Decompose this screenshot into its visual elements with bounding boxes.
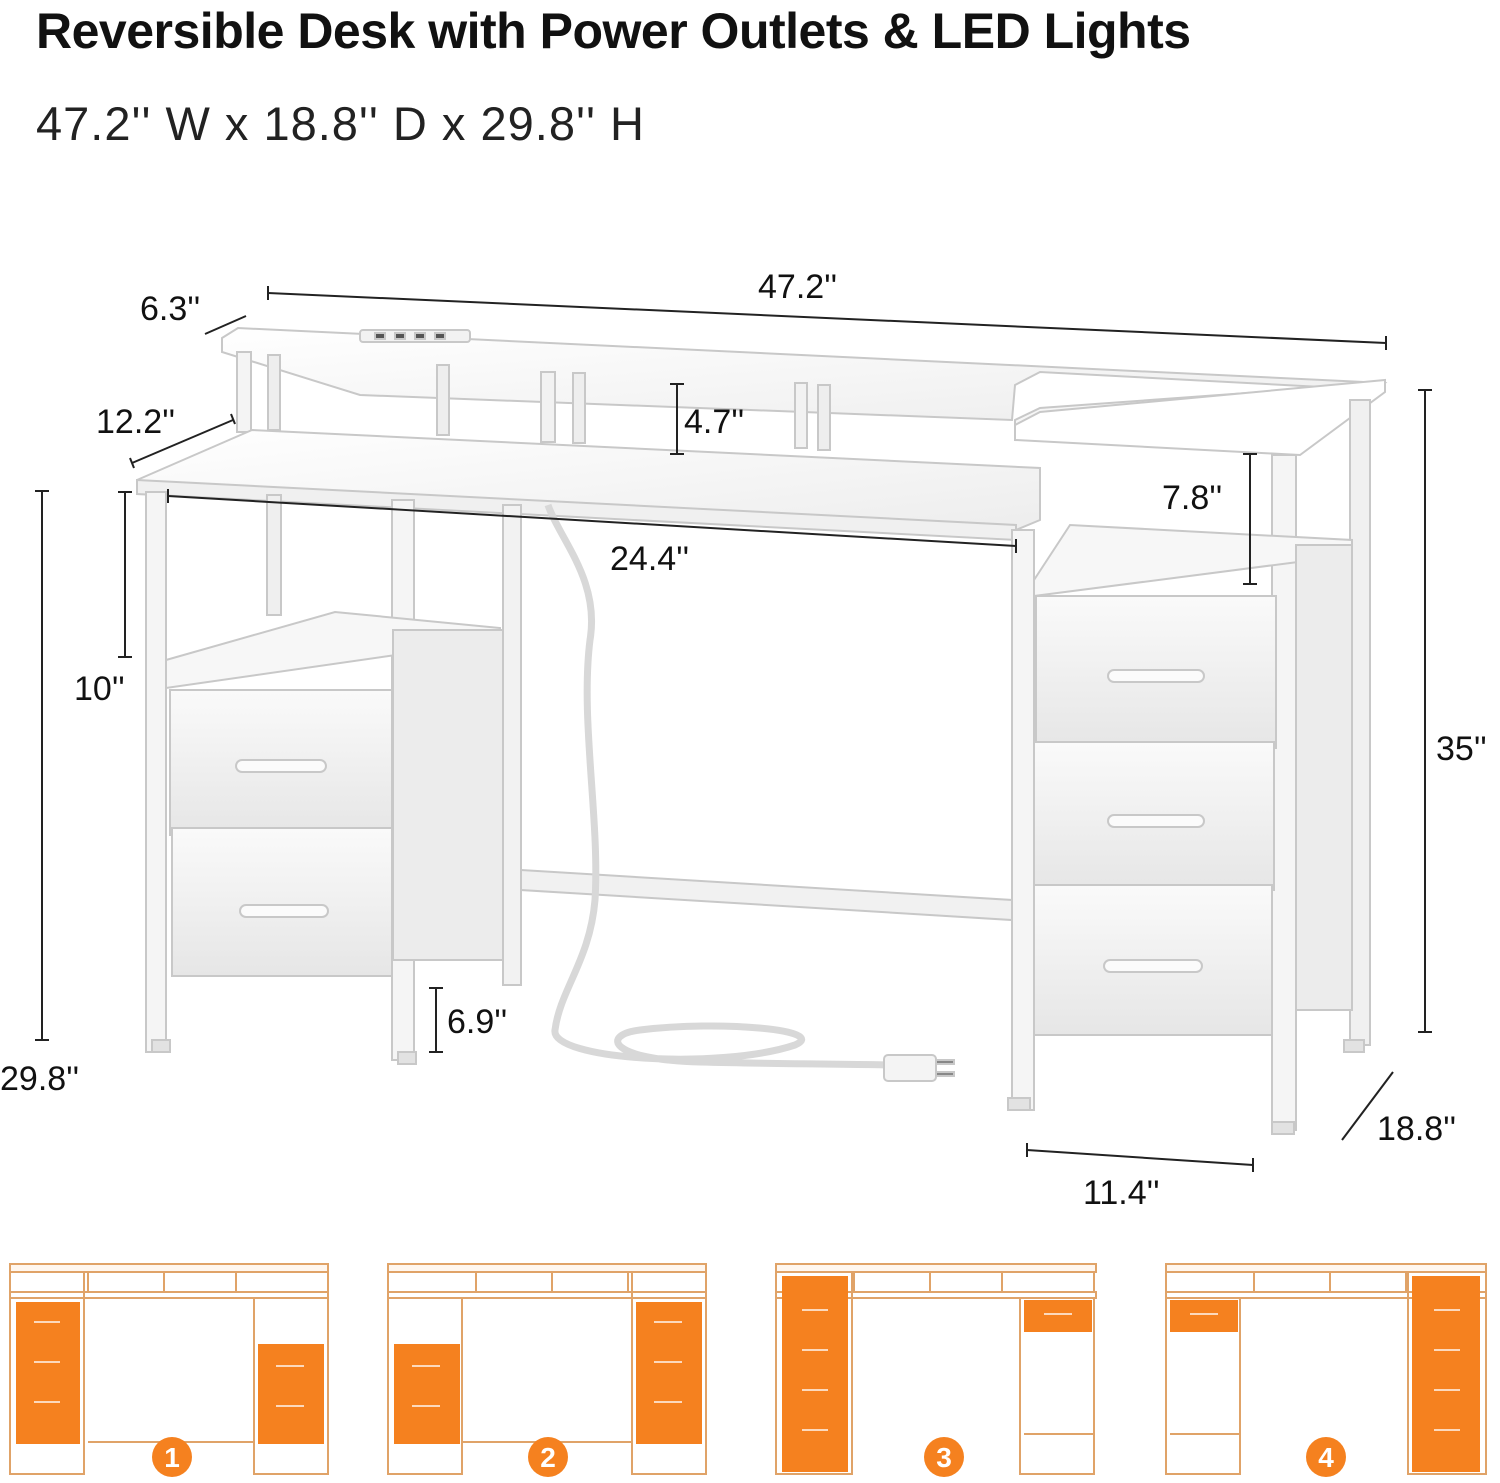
config-drawers	[1170, 1276, 1480, 1472]
step-badge	[152, 1437, 192, 1477]
step-number: 1	[164, 1442, 180, 1473]
step-number: 3	[936, 1442, 952, 1473]
desk-leg	[266, 494, 282, 616]
page-title: Reversible Desk with Power Outlets & LED…	[36, 3, 1191, 59]
stretcher-bar	[520, 868, 1013, 922]
dim-drawer-width: 11.4''	[1083, 1174, 1160, 1212]
step-badge	[924, 1437, 964, 1477]
monitor-shelf	[221, 326, 1388, 422]
step-number: 4	[1318, 1442, 1334, 1473]
config-drawers	[394, 1302, 702, 1444]
dim-riser-height: 4.7''	[684, 403, 744, 441]
desk-leg	[1011, 529, 1035, 1111]
plug-icon	[883, 1054, 955, 1082]
configuration-2: 2	[387, 1263, 707, 1477]
dim-open-shelf-height: 7.8''	[1162, 479, 1222, 517]
desk-illustration	[136, 326, 1388, 1135]
dim-knee-width: 24.4''	[610, 540, 689, 578]
dim-total-height: 35''	[1436, 730, 1487, 768]
configuration-1: 1	[9, 1263, 329, 1477]
dim-leg-clearance: 6.9''	[447, 1003, 507, 1041]
step-badge	[1306, 1437, 1346, 1477]
dim-desk-depth: 12.2''	[96, 403, 175, 441]
right-tower-top	[1014, 378, 1386, 457]
dim-full-depth: 18.8''	[1377, 1110, 1456, 1148]
left-cabinet-side	[392, 629, 504, 961]
desk-leg	[502, 504, 522, 986]
step-badge	[528, 1437, 568, 1477]
dim-shelf-depth: 6.3''	[140, 290, 200, 328]
config-drawers	[16, 1302, 324, 1444]
riser-post	[236, 351, 252, 433]
power-cord	[544, 503, 896, 1069]
riser-post	[794, 382, 808, 449]
dim-shelf-gap: 10''	[74, 670, 125, 708]
desk-leg	[145, 491, 167, 1053]
riser-post	[267, 354, 281, 431]
dim-total-width: 47.2''	[758, 268, 837, 306]
left-drawer	[171, 827, 393, 977]
riser-post	[572, 372, 586, 444]
step-number: 2	[540, 1442, 556, 1473]
right-cabinet-side	[1295, 544, 1353, 1011]
dimension-lines	[35, 286, 1432, 1172]
dim-desk-height: 29.8''	[0, 1060, 79, 1098]
size-summary: 47.2'' W x 18.8'' D x 29.8'' H	[36, 97, 645, 150]
riser-post	[436, 364, 450, 436]
config-drawers	[782, 1276, 1092, 1472]
power-outlet-strip	[359, 329, 471, 343]
configuration-3: 3	[775, 1263, 1097, 1477]
configuration-4: 4	[1165, 1263, 1487, 1477]
riser-post	[817, 384, 831, 451]
riser-post	[540, 371, 556, 443]
desk-dimension-diagram: 6.3'' 47.2'' 12.2'' 4.7'' 7.8'' 24.4'' 1…	[0, 268, 1487, 1212]
